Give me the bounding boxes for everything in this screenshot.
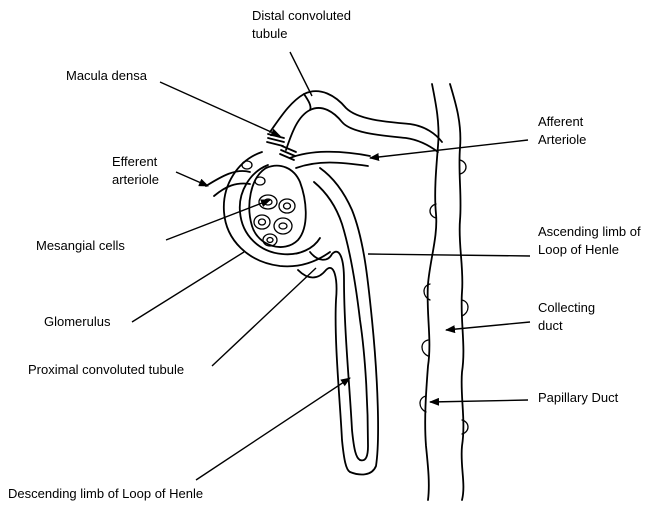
distal-convoluted-tubule	[270, 91, 442, 142]
label-glomerulus: Glomerulus	[44, 314, 111, 329]
label-ascending-line1: Ascending limb of	[538, 224, 641, 239]
leader-lines	[132, 52, 530, 480]
nephron-drawing	[206, 84, 468, 500]
label-ascending-line2: Loop of Henle	[538, 242, 619, 257]
label-collecting-line2: duct	[538, 318, 563, 333]
descending-limb	[310, 252, 360, 460]
label-distal-line2: tubule	[252, 26, 287, 41]
label-afferent-line2: Arteriole	[538, 132, 586, 147]
label-efferent-line1: Efferent	[112, 154, 158, 169]
label-macula-densa: Macula densa	[66, 68, 148, 83]
label-distal-line1: Distal convoluted	[252, 8, 351, 23]
proximal-tubule-outer	[298, 268, 350, 472]
afferent-arteriole	[290, 152, 370, 158]
label-descending: Descending limb of Loop of Henle	[8, 486, 203, 501]
label-collecting-line1: Collecting	[538, 300, 595, 315]
label-efferent-line2: arteriole	[112, 172, 159, 187]
label-proximal: Proximal convoluted tubule	[28, 362, 184, 377]
macula-densa-cells	[267, 134, 296, 160]
labels: Distal convoluted tubule Macula densa Ef…	[8, 8, 641, 501]
label-papillary: Papillary Duct	[538, 390, 619, 405]
collecting-duct	[425, 84, 438, 500]
label-afferent-line1: Afferent	[538, 114, 584, 129]
ascending-limb	[320, 168, 378, 474]
label-mesangial: Mesangial cells	[36, 238, 125, 253]
